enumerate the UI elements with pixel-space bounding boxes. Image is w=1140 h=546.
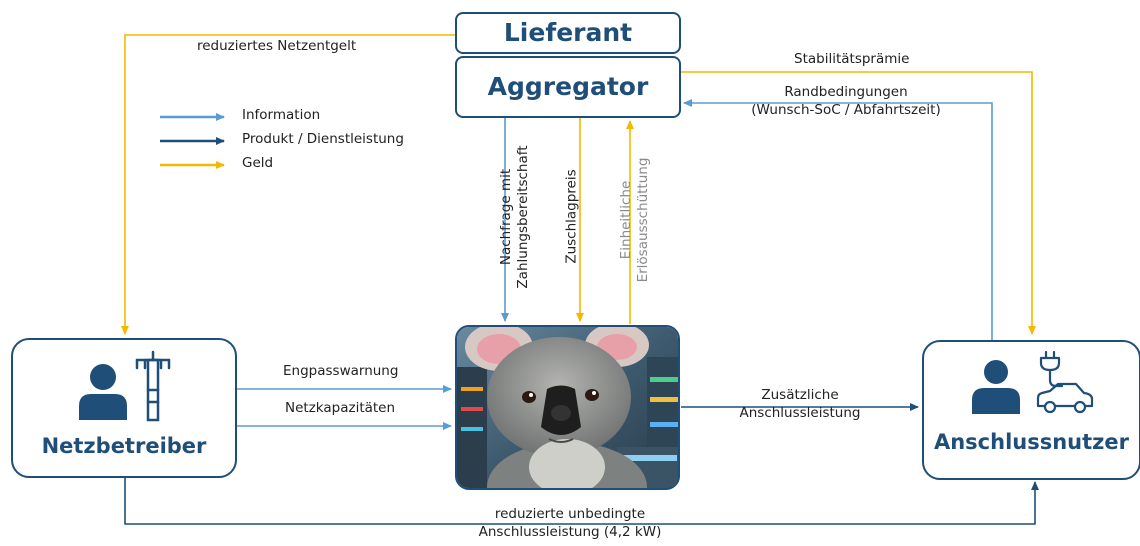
arrow-stabilitaetspraemie: [681, 71, 1036, 335]
aggregator-title: Aggregator: [487, 72, 649, 101]
lieferant-box: Lieferant: [455, 12, 681, 54]
label-randbedingungen-line2: (Wunsch-SoC / Abfahrtszeit): [751, 102, 941, 118]
person-icon: [79, 364, 127, 420]
label-zusaetzliche-anschlussleistung: Zusätzliche Anschlussleistung: [720, 386, 880, 422]
label-randbedingungen: Randbedingungen (Wunsch-SoC / Abfahrtsze…: [728, 83, 964, 119]
arrow-reduziertes-netzentgelt: [121, 34, 455, 335]
label-unbedingte-line1: reduzierte unbedingte: [494, 506, 646, 522]
koala-image: [455, 325, 680, 490]
label-zuschlagpreis-text: Zuschlagpreis: [563, 169, 580, 264]
legend-label-produkt: Produkt / Dienstleistung: [242, 131, 404, 147]
label-zusaetzliche-line2: Anschlussleistung: [739, 405, 861, 421]
anschlussnutzer-title: Anschlussnutzer: [933, 430, 1129, 454]
label-netzkapazitaeten: Netzkapazitäten: [285, 400, 396, 416]
label-nachfrage: Nachfrage mit Zahlungsbereitschaft: [498, 137, 532, 297]
arrow-unbedingte-anschlussleistung: [124, 478, 1039, 525]
label-erloesausschuettung: Einheitliche Erlösausschüttung: [618, 140, 652, 300]
label-nachfrage-line2: Zahlungsbereitschaft: [515, 145, 531, 289]
label-nachfrage-line1: Nachfrage mit: [498, 168, 514, 266]
label-zusaetzliche-line1: Zusätzliche: [761, 387, 839, 403]
aggregator-box: Aggregator: [455, 56, 681, 118]
label-einheitliche-line2: Erlösausschüttung: [635, 157, 651, 283]
anschlussnutzer-box: Anschlussnutzer: [922, 340, 1140, 480]
label-engpasswarnung: Engpasswarnung: [283, 363, 399, 379]
person-icon: [972, 360, 1020, 414]
label-zuschlagpreis: Zuschlagpreis: [564, 167, 581, 267]
koala-illustration: [457, 327, 678, 488]
netzbetreiber-title: Netzbetreiber: [41, 434, 207, 458]
legend-label-geld: Geld: [242, 155, 274, 171]
label-reduziertes-netzentgelt: reduziertes Netzentgelt: [197, 38, 357, 54]
legend-label-information: Information: [242, 107, 321, 123]
label-einheitliche-line1: Einheitliche: [618, 180, 634, 260]
label-unbedingte-anschlussleistung: reduzierte unbedingte Anschlussleistung …: [460, 505, 680, 541]
arrow-randbedingungen: [683, 99, 993, 340]
ev-charging-icon: [1036, 350, 1094, 414]
label-randbedingungen-line1: Randbedingungen: [784, 84, 908, 100]
lieferant-title: Lieferant: [503, 18, 633, 47]
label-stabilitaetspraemie: Stabilitätsprämie: [794, 51, 910, 67]
power-pylon-icon: [135, 350, 171, 422]
label-unbedingte-line2: Anschlussleistung (4,2 kW): [478, 524, 662, 540]
netzbetreiber-box: Netzbetreiber: [11, 338, 237, 478]
